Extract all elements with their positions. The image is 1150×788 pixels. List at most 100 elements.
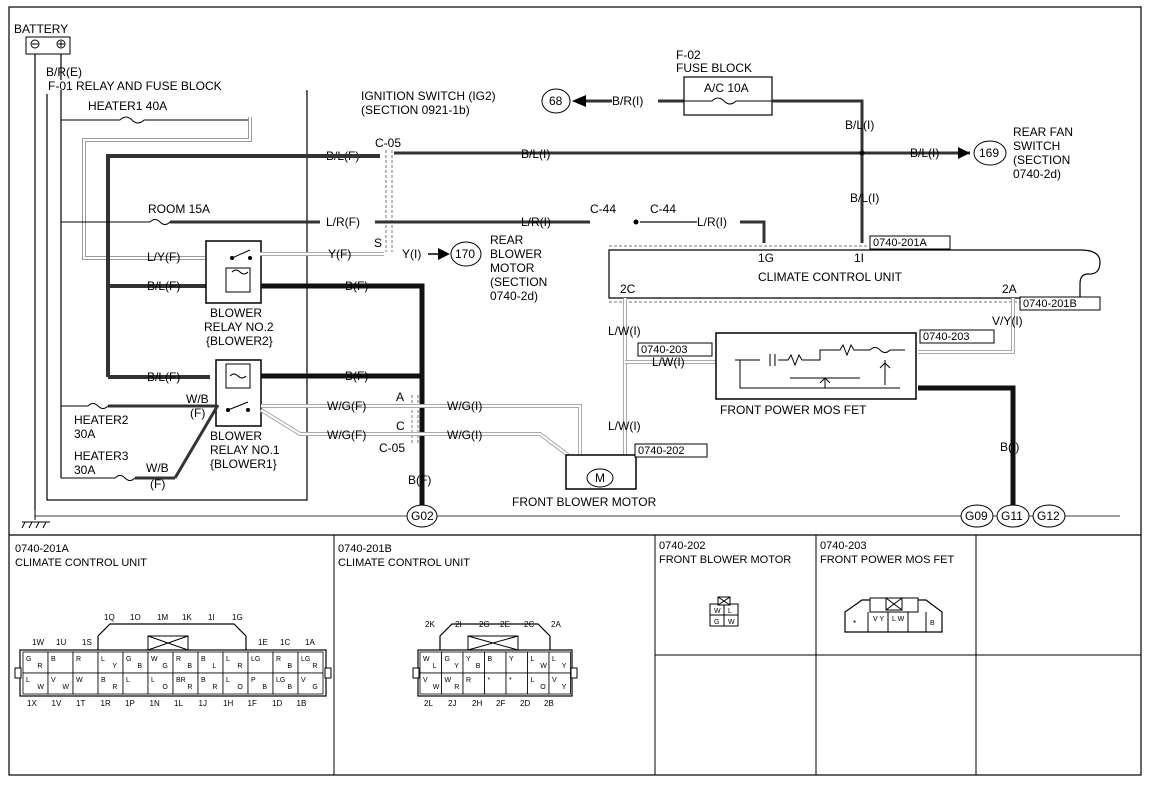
pin-cell-code: B — [287, 663, 292, 670]
motor-icon — [586, 468, 614, 488]
ac-fuse-icon — [711, 97, 737, 105]
pin-cell-code: B — [137, 663, 142, 670]
pin-cell-code: W — [445, 677, 452, 684]
relay1-line2: RELAY NO.1 — [210, 443, 280, 457]
wb-wire-label-b: (F) — [190, 406, 205, 420]
pin-cell-code: * — [488, 677, 491, 684]
pin-cell — [297, 672, 324, 695]
battery-icon — [25, 36, 71, 55]
bl-f-wire-label-2: B/L(F) — [147, 279, 180, 293]
room-fuse-icon — [149, 219, 171, 225]
pin-cell-code: R — [176, 656, 181, 663]
pin-number-label: 1W — [32, 638, 44, 647]
yf-label: Y(F) — [328, 247, 351, 261]
panel3-pin-3: G — [714, 619, 719, 626]
ground-points: G02 G09 G11 G12 — [406, 504, 1066, 528]
relay2-line2: RELAY NO.2 — [204, 320, 274, 334]
pin-number-label: 1H — [223, 699, 233, 708]
pin-cell-code: L — [552, 656, 556, 663]
relay1-line1: BLOWER — [210, 429, 262, 443]
pin-cell-code: L — [26, 677, 30, 684]
pin-number-label: 1G — [232, 613, 243, 622]
pin-cell-code: Y — [454, 663, 459, 670]
rear-blower-line2: BLOWER — [490, 247, 542, 261]
heater2-label: HEATER2 — [74, 413, 129, 427]
panel2-name: CLIMATE CONTROL UNIT — [338, 557, 470, 569]
pin-cell-code: G — [312, 684, 317, 691]
lr-circuit: L/R(I) C-44 C-44 L/R(I) — [375, 202, 766, 243]
ignition-line2: (SECTION 0921-1b) — [361, 103, 470, 117]
connector-0740-203-a: 0740-203 — [641, 344, 688, 356]
ignition-wire-label: B/R(I) — [612, 94, 643, 108]
pin-cell-code: Y — [562, 684, 567, 691]
pin-number-label: 1S — [82, 638, 92, 647]
ground-g11 — [996, 504, 1030, 528]
pin-number-label: 1D — [272, 699, 282, 708]
pin-cell-code: LG — [276, 677, 285, 684]
pin-cell-code: L — [151, 677, 155, 684]
pin-cell-code: R — [454, 684, 459, 691]
panel4-code: 0740-203 — [820, 540, 867, 552]
pin-cell-code: V — [423, 677, 428, 684]
rear-blower-line1: REAR — [490, 233, 524, 247]
pin-cell-code: W — [62, 684, 69, 691]
pin-number-label: 2B — [544, 699, 554, 708]
bf-label-1: B(F) — [345, 279, 368, 293]
pin-2c: 2C — [620, 282, 636, 296]
heater3-fuse-icon — [114, 475, 136, 481]
ignition-switch: IGNITION SWITCH (IG2) (SECTION 0921-1b) … — [361, 88, 684, 117]
ground-g02 — [406, 504, 438, 528]
pin-cell-code: V — [301, 677, 306, 684]
connector-c44b: C-44 — [650, 202, 676, 216]
mos-fet-outline — [715, 332, 917, 400]
pin-number-label: 1A — [305, 638, 315, 647]
connector-c05b: C-05 — [379, 441, 405, 455]
panel3-name: FRONT BLOWER MOTOR — [659, 554, 791, 566]
rear-fan-line1: REAR FAN — [1013, 125, 1073, 139]
pin-cell-code: Y — [509, 656, 514, 663]
pin-number-label: 2A — [551, 620, 561, 629]
y-circuit: Y(F) S Y(I) 170 REAR BLOWER MOTOR (SECTI… — [260, 233, 547, 303]
pin-cell-code: B — [488, 656, 493, 663]
pin-cell-code: B — [287, 684, 292, 691]
pin-cell-code: R — [76, 656, 81, 663]
mos-fet-label: FRONT POWER MOS FET — [720, 403, 867, 417]
blower-relay-2-icon — [205, 240, 262, 304]
pin-cell-code: W — [37, 684, 44, 691]
pin-cell-code: V — [51, 677, 56, 684]
front-blower-motor-label: FRONT BLOWER MOTOR — [512, 495, 657, 509]
pin-number-label: 1Q — [104, 613, 115, 622]
pin-cell-code: B — [51, 656, 56, 663]
panel1-name: CLIMATE CONTROL UNIT — [15, 557, 147, 569]
pin-number-label: 1C — [280, 638, 290, 647]
pin-cell-code: LG — [301, 656, 310, 663]
pin-2a: 2A — [1002, 282, 1017, 296]
climate-control-unit-outline — [608, 249, 1101, 299]
pin-cell-code: B — [201, 656, 206, 663]
pin-number-label: 1X — [27, 699, 37, 708]
chassis-ground-icon — [21, 510, 1120, 529]
connector-a: A — [396, 390, 404, 404]
pin-cell-code: P — [251, 677, 256, 684]
pin-cell-code: BR — [176, 677, 186, 684]
heater2-amp: 30A — [74, 427, 95, 441]
panel4-pin-3: L W — [892, 616, 905, 623]
panel3-pin-1: W — [714, 608, 721, 615]
connector-0740-201a: 0740-201A — [873, 237, 927, 249]
connector-s: S — [374, 236, 382, 250]
bl-i-label-main: B/L(I) — [521, 147, 550, 161]
pin-cell-code: L — [531, 677, 535, 684]
wb-wire-label-a: W/B — [186, 392, 209, 406]
pin-number-label: 1M — [157, 613, 168, 622]
ignition-circle-num: 68 — [549, 94, 563, 108]
pin-cell-code: O — [237, 684, 243, 691]
ground-g09 — [960, 504, 994, 528]
pin-cell-code: B — [187, 663, 192, 670]
wg-i-label-2: W/G(I) — [447, 428, 482, 442]
pin-cell-code: B — [262, 684, 267, 691]
pin-cell-code: L — [226, 656, 230, 663]
pin-cell-code: L — [433, 663, 437, 670]
